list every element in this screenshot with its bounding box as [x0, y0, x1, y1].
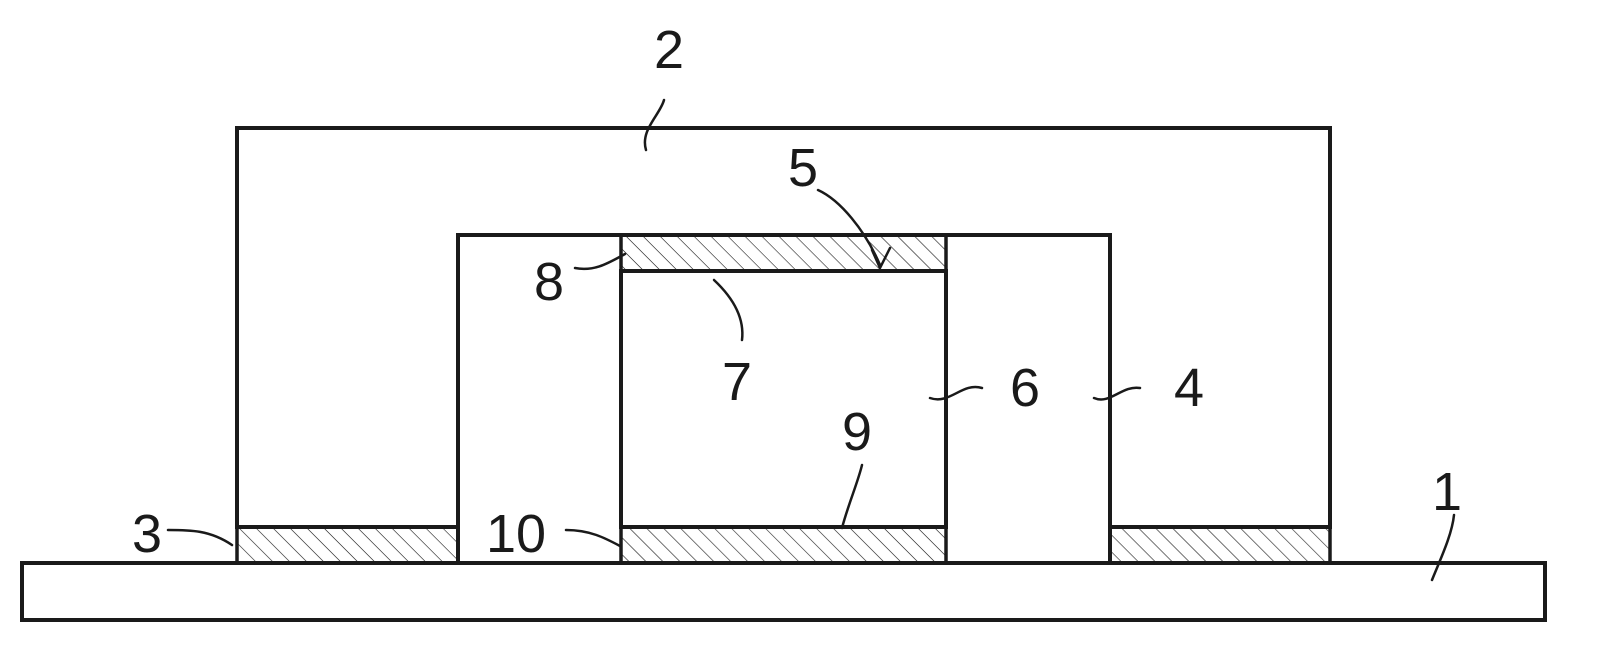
label-4: 4 — [1174, 358, 1204, 418]
outer-bond-layer-right — [1108, 525, 1332, 565]
label-3: 3 — [132, 504, 162, 564]
leader-6 — [928, 385, 984, 401]
top-bond-layer — [619, 233, 948, 273]
bottom-bond-layer — [619, 525, 948, 565]
leader-7 — [712, 278, 744, 342]
label-5: 5 — [788, 138, 818, 198]
label-7: 7 — [722, 352, 752, 412]
leader-9 — [840, 463, 864, 530]
label-10: 10 — [486, 504, 546, 564]
leader-5 — [816, 188, 892, 271]
outer-bond-layer-left — [235, 525, 460, 565]
label-9: 9 — [842, 402, 872, 462]
label-1: 1 — [1432, 462, 1462, 522]
leader-3 — [166, 528, 234, 547]
leader-10 — [564, 528, 622, 548]
leader-8 — [573, 252, 627, 271]
label-2: 2 — [654, 20, 684, 80]
chip — [619, 269, 948, 529]
leader-2 — [643, 98, 666, 152]
label-6: 6 — [1010, 358, 1040, 418]
substrate — [20, 561, 1547, 622]
label-8: 8 — [534, 252, 564, 312]
leader-4 — [1092, 386, 1142, 401]
leader-1 — [1430, 513, 1456, 582]
